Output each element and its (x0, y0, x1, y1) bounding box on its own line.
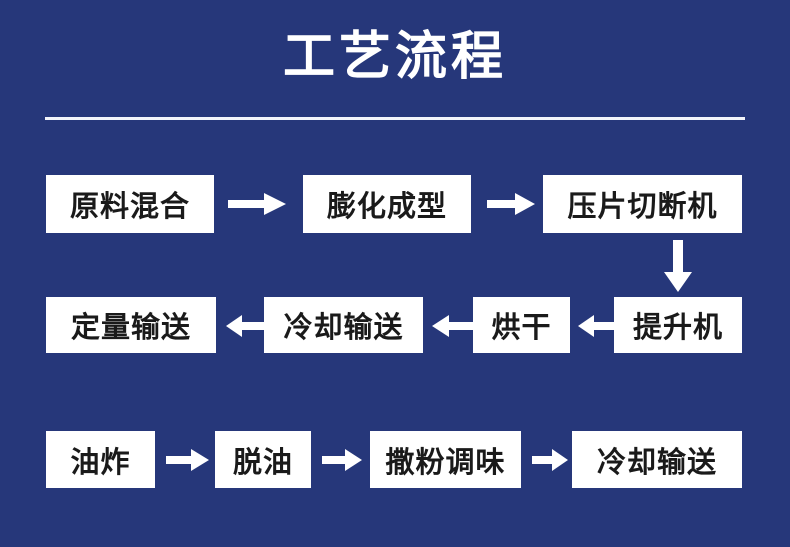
arrow-right-icon (487, 190, 535, 218)
flow-node-cooling-conveying-row2[interactable]: 冷却输送 (264, 297, 423, 353)
flow-node-de-oiling[interactable]: 脱油 (215, 431, 311, 488)
flow-node-drying[interactable]: 烘干 (473, 297, 570, 353)
flow-node-cooling-conveying-row3[interactable]: 冷却输送 (572, 431, 742, 488)
flow-node-powder-seasoning[interactable]: 撒粉调味 (370, 431, 521, 488)
page-title: 工艺流程 (282, 27, 507, 87)
arrow-right-icon (532, 447, 568, 473)
flow-node-extrusion-forming[interactable]: 膨化成型 (303, 175, 471, 233)
flow-node-elevator[interactable]: 提升机 (614, 297, 742, 353)
arrow-right-icon (228, 190, 286, 218)
arrow-down-icon (662, 240, 694, 292)
flow-node-raw-material-mixing[interactable]: 原料混合 (46, 175, 214, 233)
arrow-left-icon (226, 313, 264, 339)
title-divider (45, 117, 745, 120)
arrow-left-icon (432, 313, 473, 339)
arrow-left-icon (578, 313, 614, 339)
flow-node-quantitative-conveying[interactable]: 定量输送 (46, 297, 216, 353)
arrow-right-icon (166, 447, 209, 473)
flow-node-frying[interactable]: 油炸 (46, 431, 155, 488)
arrow-right-icon (322, 447, 362, 473)
flow-node-sheeting-cutting-machine[interactable]: 压片切断机 (543, 175, 742, 233)
